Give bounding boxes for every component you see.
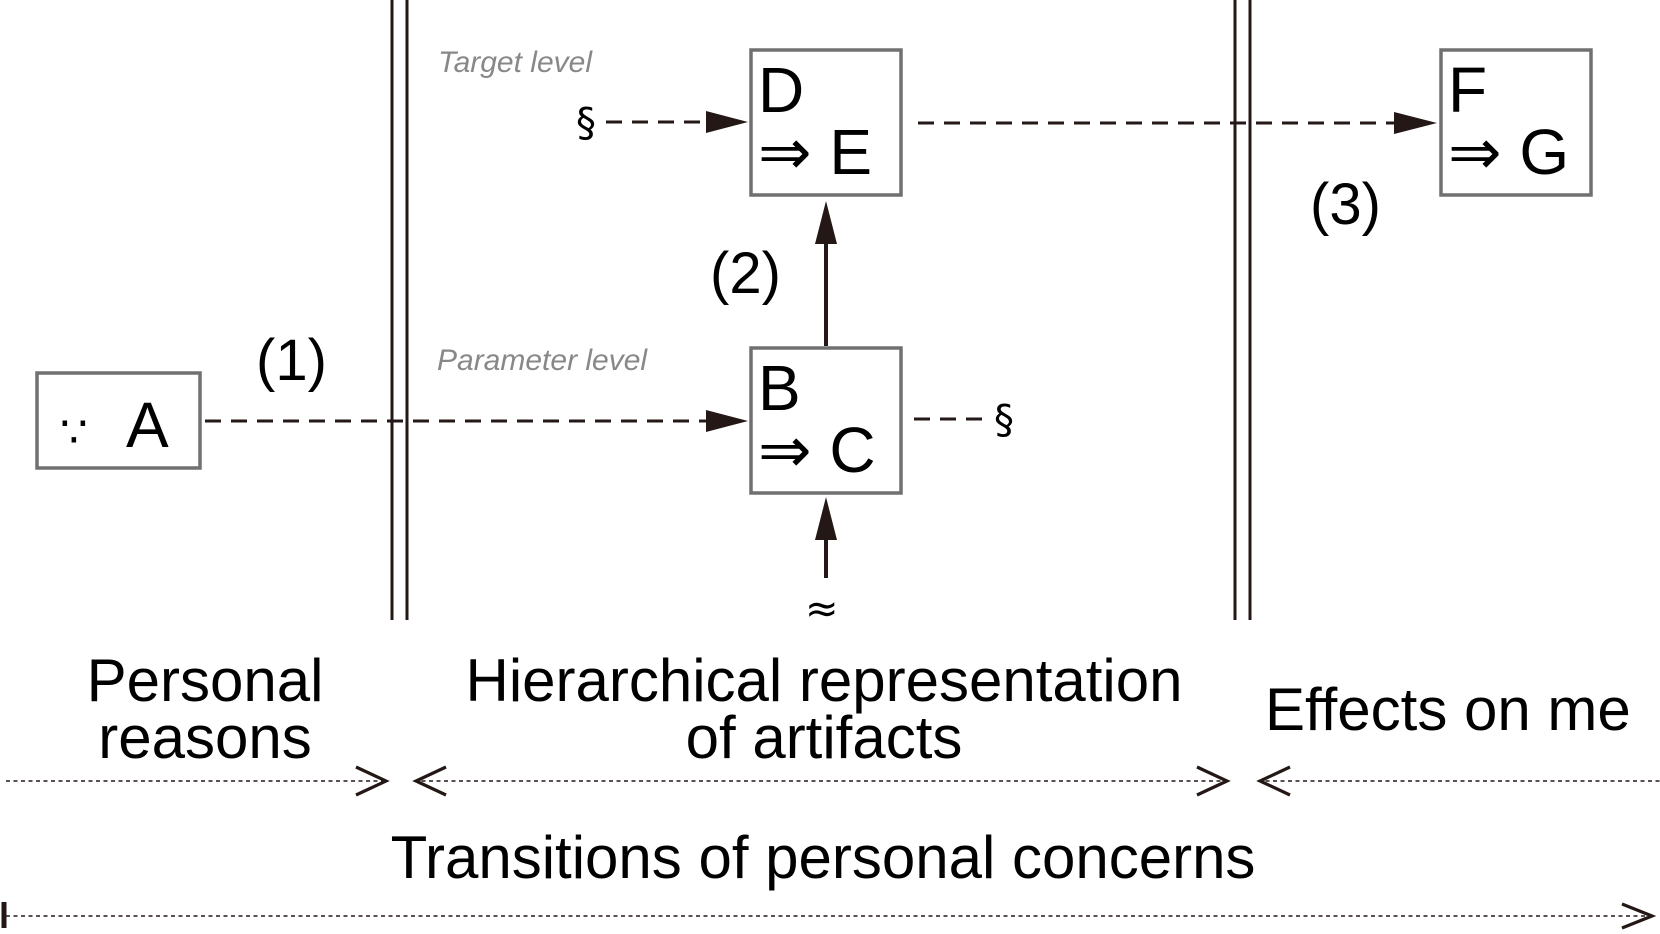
target-level-label: Target level [438, 46, 593, 79]
arrow-bc-to-de [815, 201, 837, 346]
box-f-label: F [1448, 54, 1487, 126]
step-3-label: (3) [1310, 172, 1381, 237]
box-bc: B ⇒ C [749, 346, 903, 495]
box-d-label: D [758, 54, 804, 126]
arrow-squiggle-to-de [606, 111, 748, 133]
section-hierarchical-line2: of artifacts [686, 704, 963, 771]
section-personal-line2: reasons [98, 704, 311, 771]
step-1-label: (1) [256, 328, 327, 393]
because-symbol: ∵ [60, 408, 88, 457]
divider-right [1233, 0, 1252, 620]
squiggle-symbol-parameter: § [994, 397, 1014, 443]
section-effects: Effects on me [1265, 676, 1631, 743]
span-hierarchical [412, 765, 1231, 797]
arrow-de-to-fg [918, 112, 1437, 134]
section-personal-line1: Personal [87, 647, 324, 714]
span-personal [6, 765, 390, 797]
squiggle-symbol-target: § [576, 100, 596, 146]
divider-left [390, 0, 409, 620]
span-transitions [1, 902, 1657, 930]
approx-symbol: ≈ [805, 586, 839, 632]
section-hierarchical-line1: Hierarchical representation [465, 647, 1182, 714]
transitions-label: Transitions of personal concerns [391, 824, 1256, 891]
box-g-label: ⇒ G [1448, 116, 1569, 188]
box-de: D ⇒ E [749, 48, 903, 197]
box-b-label: B [758, 352, 801, 424]
arrow-approx-to-bc [815, 497, 837, 578]
step-2-label: (2) [710, 241, 781, 306]
arrow-a-to-bc [205, 410, 748, 432]
box-fg: F ⇒ G [1439, 48, 1593, 197]
span-effects [1256, 765, 1660, 797]
parameter-level-label: Parameter level [437, 344, 648, 377]
box-c-label: ⇒ C [758, 414, 876, 486]
box-a: ∵ A [35, 371, 202, 470]
box-e-label: ⇒ E [758, 116, 872, 188]
box-a-label: A [126, 389, 169, 461]
